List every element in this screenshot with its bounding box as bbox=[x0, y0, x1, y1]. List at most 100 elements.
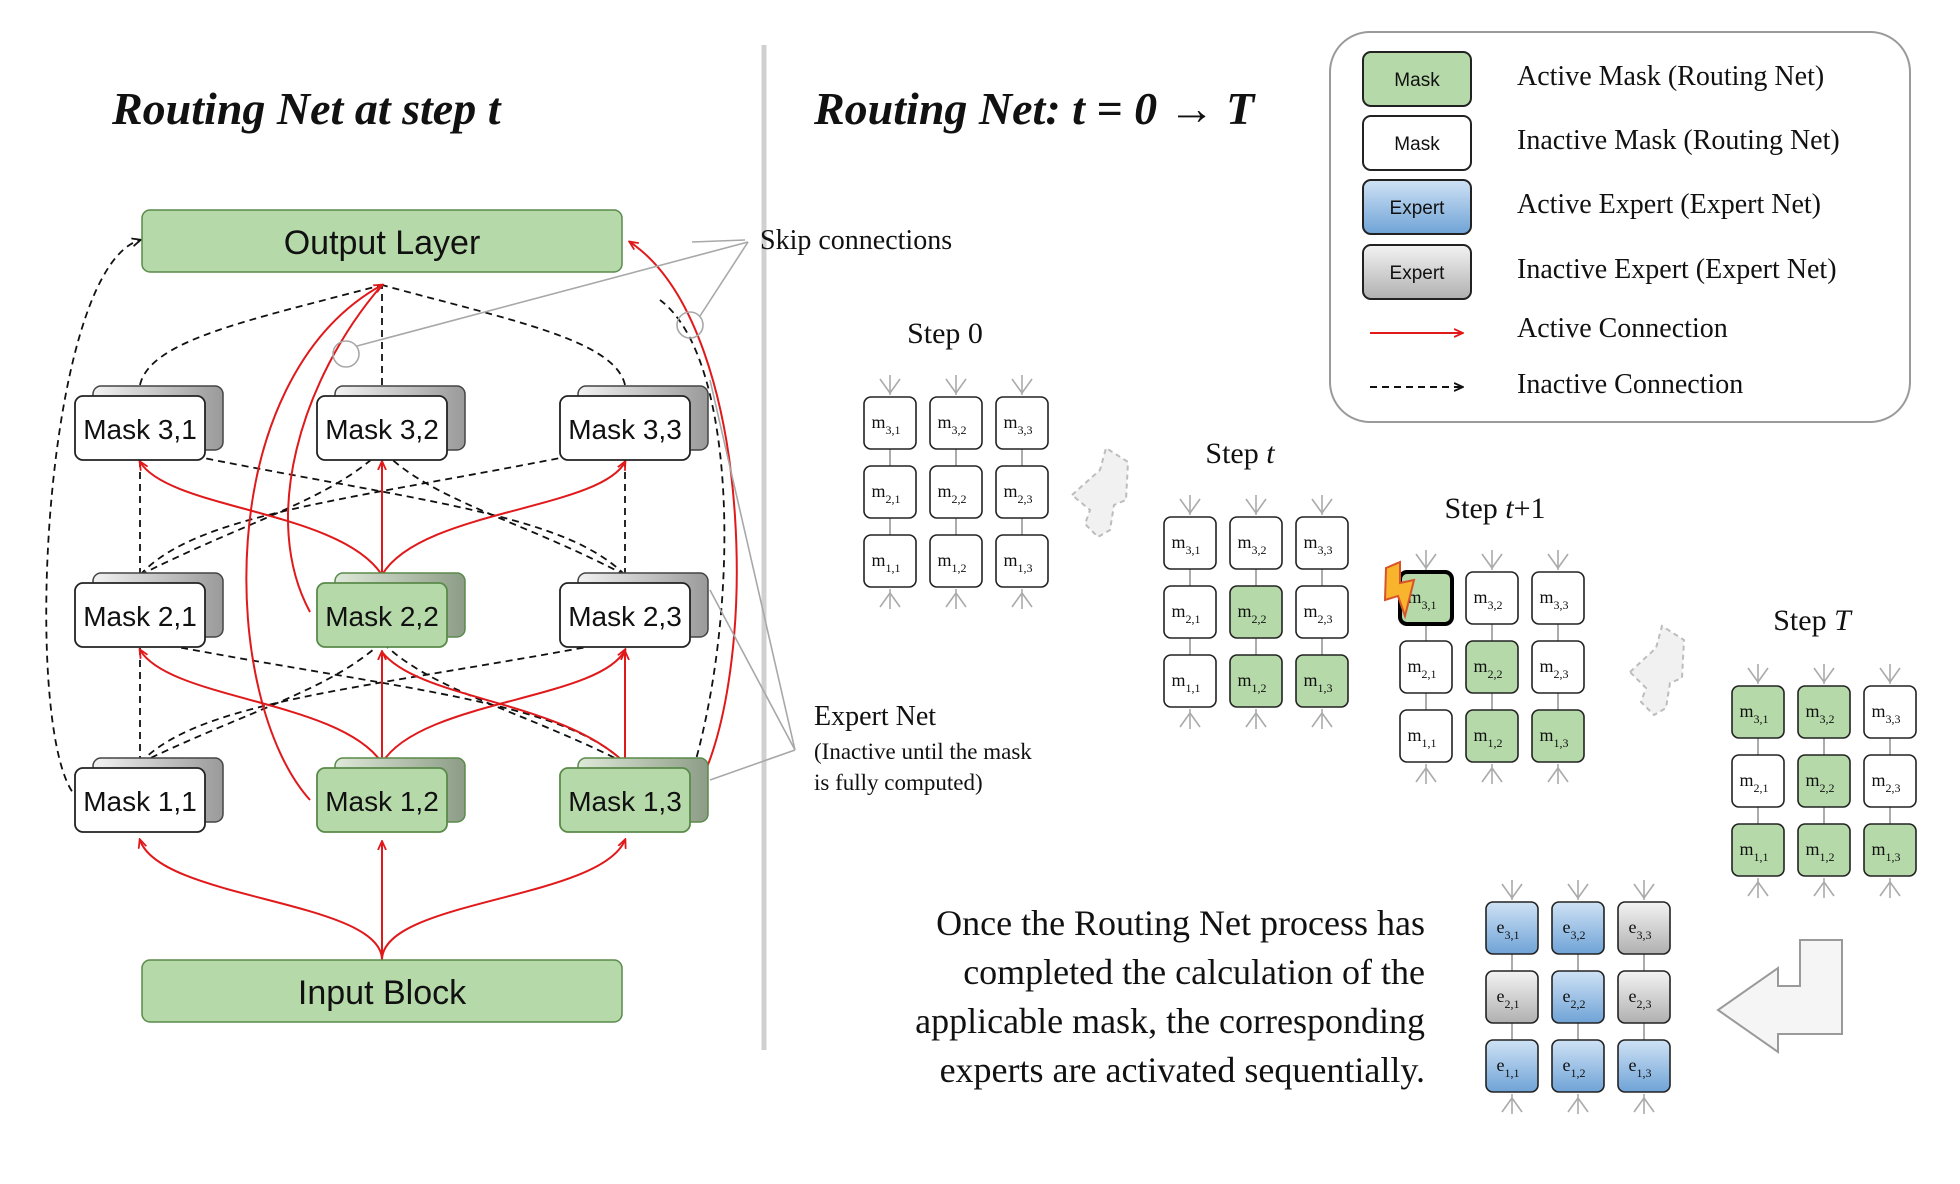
expert-cell-r3c1: e3,1 bbox=[1485, 901, 1539, 955]
legend-active-mask-swatch bbox=[1362, 51, 1472, 107]
output-layer-label: Output Layer bbox=[284, 224, 481, 262]
mask-cell-r2c1: m2,1 bbox=[1399, 640, 1453, 694]
mask-node-1-1: Mask 1,1 bbox=[74, 757, 224, 833]
mask-label: Mask 3,2 bbox=[325, 414, 439, 445]
mask-node-3-2: Mask 3,2 bbox=[316, 385, 466, 461]
mask-cell-r1c2: m1,2 bbox=[1229, 654, 1283, 708]
mask-cell-r2c1: m2,1 bbox=[1731, 754, 1785, 808]
step-arrow-1 bbox=[1070, 446, 1130, 539]
mask-node-3-3: Mask 3,3 bbox=[559, 385, 709, 461]
mask-box bbox=[316, 767, 448, 833]
mask-label: Mask 1,2 bbox=[325, 786, 439, 817]
legend-active-expert-swatch-text: Expert bbox=[1390, 198, 1446, 219]
svg-text:e1,3: e1,3 bbox=[1629, 1055, 1652, 1080]
mask-node-3-1: Mask 3,1 bbox=[74, 385, 224, 461]
mask-label: Mask 2,1 bbox=[83, 601, 197, 632]
mask-box bbox=[74, 767, 206, 833]
right-title: Routing Net: t = 0 → T bbox=[813, 83, 1256, 134]
mask-cell-r1c2: m1,2 bbox=[1797, 823, 1851, 877]
mask-box bbox=[316, 582, 448, 648]
expert-cell-r1c3: e1,3 bbox=[1617, 1039, 1671, 1093]
mask-cell-r3c2: m3,2 bbox=[1229, 516, 1283, 570]
mask-cell-r2c3: m2,3 bbox=[1863, 754, 1917, 808]
mask-cell-r1c2: m1,2 bbox=[1465, 709, 1519, 763]
expert-cell-r2c3: e2,3 bbox=[1617, 970, 1671, 1024]
caption-line-3: applicable mask, the corresponding bbox=[915, 1001, 1425, 1041]
mask-cell-r3c1: m3,1 bbox=[863, 396, 917, 450]
mask-cell-r1c3: m1,3 bbox=[1295, 654, 1349, 708]
mask-cell-r2c3: m2,3 bbox=[1531, 640, 1585, 694]
return-arrow bbox=[1716, 939, 1843, 1054]
expert-cell-r2c2: e2,2 bbox=[1551, 970, 1605, 1024]
legend-inactive-mask-swatch-text: Mask bbox=[1394, 134, 1440, 155]
legend-active-expert-swatch bbox=[1362, 179, 1472, 235]
mask-cell-r1c3: m1,3 bbox=[1863, 823, 1917, 877]
mask-label: Mask 3,3 bbox=[568, 414, 682, 445]
input-block bbox=[141, 959, 623, 1023]
mask-node-1-3: Mask 1,3 bbox=[559, 757, 709, 833]
caption-line-2: completed the calculation of the bbox=[963, 952, 1425, 992]
mask-cell-r3c3: m3,3 bbox=[1295, 516, 1349, 570]
mask-cell-r2c3: m2,3 bbox=[995, 465, 1049, 519]
mask-cell-r3c1: m3,1 bbox=[1163, 516, 1217, 570]
mask-box bbox=[559, 582, 691, 648]
legend-frame bbox=[1329, 31, 1911, 423]
mask-cell-r2c2: m2,2 bbox=[1229, 585, 1283, 639]
expert-cell-r3c2: e3,2 bbox=[1551, 901, 1605, 955]
step-arrow-2 bbox=[1628, 624, 1686, 717]
caption-line-4: experts are activated sequentially. bbox=[940, 1050, 1425, 1090]
mask-label: Mask 2,3 bbox=[568, 601, 682, 632]
legend-active-conn: Active Connection bbox=[1517, 313, 1728, 344]
mask-cell-r2c1: m2,1 bbox=[1163, 585, 1217, 639]
mask-cell-r3c2: m3,2 bbox=[1465, 571, 1519, 625]
expert-net-note-2: is fully computed) bbox=[814, 770, 983, 795]
legend-active-expert: Active Expert (Expert Net) bbox=[1517, 189, 1821, 220]
mask-cell-r1c1: m1,1 bbox=[1163, 654, 1217, 708]
left-title: Routing Net at step t bbox=[111, 83, 502, 134]
step0-label: Step 0 bbox=[907, 317, 983, 350]
mask-box bbox=[74, 582, 206, 648]
mask-cell-r3c3: m3,3 bbox=[1863, 685, 1917, 739]
mask-label: Mask 1,1 bbox=[83, 786, 197, 817]
mask-cell-r1c3: m1,3 bbox=[1531, 709, 1585, 763]
legend-active-mask: Active Mask (Routing Net) bbox=[1517, 61, 1824, 92]
mask-cell-r2c3: m2,3 bbox=[1295, 585, 1349, 639]
mask-box bbox=[74, 395, 206, 461]
stept-label: Step t bbox=[1205, 437, 1275, 470]
input-block-label: Input Block bbox=[298, 974, 467, 1012]
mask-cell-r2c2: m2,2 bbox=[1797, 754, 1851, 808]
mask-cell-r3c1: m3,1 bbox=[1731, 685, 1785, 739]
expert-cell-r1c1: e1,1 bbox=[1485, 1039, 1539, 1093]
mask-node-1-2: Mask 1,2 bbox=[316, 757, 466, 833]
mask-box bbox=[316, 395, 448, 461]
expert-net-note-1: (Inactive until the mask bbox=[814, 739, 1032, 764]
legend-inactive-expert-swatch-text: Expert bbox=[1390, 263, 1446, 284]
expert-cell-r3c3: e3,3 bbox=[1617, 901, 1671, 955]
caption-line-1: Once the Routing Net process has bbox=[936, 903, 1425, 943]
mask-node-2-3: Mask 2,3 bbox=[559, 572, 709, 648]
legend-inactive-conn: Inactive Connection bbox=[1517, 369, 1743, 400]
mask-label: Mask 2,2 bbox=[325, 601, 439, 632]
mask-cell-r3c2: m3,2 bbox=[1797, 685, 1851, 739]
legend-inactive-expert: Inactive Expert (Expert Net) bbox=[1517, 254, 1837, 285]
skip-connections-label: Skip connections bbox=[760, 225, 952, 256]
legend-inactive-mask: Inactive Mask (Routing Net) bbox=[1517, 125, 1840, 156]
expert-net-label: Expert Net bbox=[814, 701, 936, 732]
mask-cell-r2c2: m2,2 bbox=[929, 465, 983, 519]
mask-box bbox=[559, 767, 691, 833]
mask-cell-r2c2: m2,2 bbox=[1465, 640, 1519, 694]
legend: Mask Active Mask (Routing Net) Mask Inac… bbox=[1329, 31, 1911, 423]
lightning-icon bbox=[1383, 560, 1416, 620]
mask-cell-r3c2: m3,2 bbox=[929, 396, 983, 450]
routing-net-step-t: Output Layer Input Block Mask 3,1 Mask 3,… bbox=[45, 209, 796, 1023]
stept1-label: Step t+1 bbox=[1444, 492, 1545, 525]
mask-cell-r1c2: m1,2 bbox=[929, 534, 983, 588]
mask-label: Mask 3,1 bbox=[83, 414, 197, 445]
mask-cell-r3c3: m3,3 bbox=[1531, 571, 1585, 625]
mask-cell-r1c1: m1,1 bbox=[1399, 709, 1453, 763]
mask-cell-r1c3: m1,3 bbox=[995, 534, 1049, 588]
caption: Once the Routing Net process has complet… bbox=[915, 903, 1425, 1090]
